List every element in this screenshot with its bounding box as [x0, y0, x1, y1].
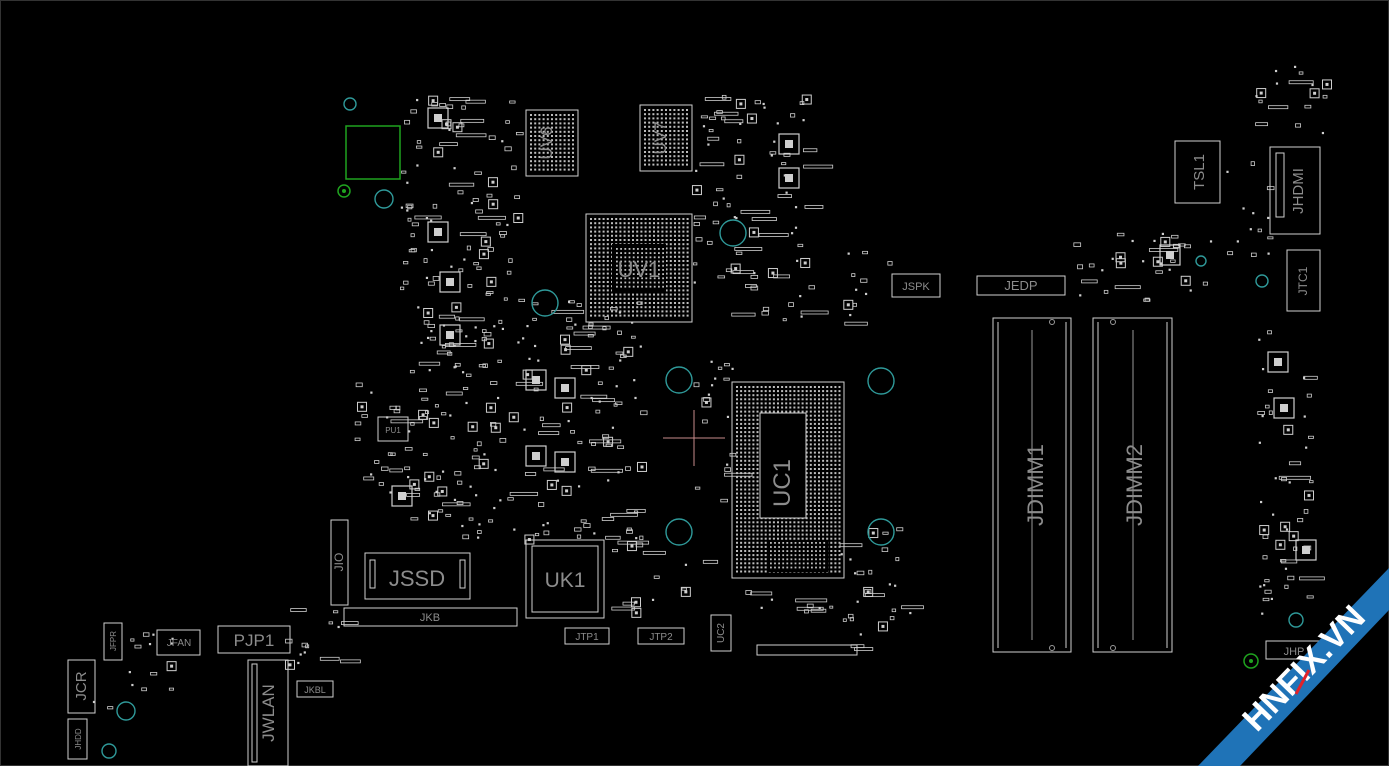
jhdmi-label: JHDMI	[1290, 168, 1307, 214]
uc2-header	[756, 644, 858, 656]
jedp-label: JEDP	[1004, 278, 1037, 293]
watermark-banner	[1198, 568, 1389, 766]
pjp1-connector: PJP1	[217, 625, 291, 654]
jtp2-connector: JTP2	[637, 627, 685, 645]
smd-components	[92, 65, 1333, 710]
uc2-chip: UC2	[710, 614, 732, 652]
jfan-connector: JFAN	[156, 629, 201, 656]
watermark-accent	[1294, 669, 1311, 695]
pu1-chip: PU1	[377, 416, 409, 442]
jwlan-label: JWLAN	[259, 684, 278, 742]
jio-connector: JIO	[330, 519, 349, 606]
jkb-connector: JKB	[343, 607, 518, 627]
tsl1-label: TSL1	[1191, 154, 1208, 190]
jedp-connector: JEDP	[976, 275, 1066, 296]
jtp1-label: JTP1	[575, 632, 599, 643]
jio-label: JIO	[332, 553, 346, 572]
uv6-label: UV6	[537, 126, 556, 159]
jhp-label: JHP	[1284, 646, 1305, 658]
jtp2-label: JTP2	[649, 632, 673, 643]
green-fiducials	[337, 125, 1259, 669]
crosshair-cursor	[663, 410, 725, 466]
pjp1-label: PJP1	[234, 631, 275, 650]
uv1-gpu: UV1	[585, 213, 693, 323]
jdimm2-label: JDIMM2	[1122, 444, 1147, 526]
pu1-label: PU1	[385, 426, 401, 435]
jhdd-connector: JHDD	[67, 718, 88, 760]
jdimm1-slot: JDIMM1	[992, 317, 1072, 653]
uv1-label: UV1	[618, 257, 661, 282]
jhdd-label: JHDD	[74, 728, 83, 750]
jtc1-connector: JTC1	[1286, 249, 1321, 312]
jwlan-connector: JWLAN	[247, 659, 289, 766]
jcr-connector: JCR	[67, 659, 96, 714]
jtp1-connector: JTP1	[564, 627, 610, 645]
jkbl-connector: JKBL	[296, 680, 334, 698]
jssd-label: JSSD	[389, 566, 445, 591]
jkb-label: JKB	[420, 612, 440, 624]
jspk-connector: JSPK	[891, 273, 941, 298]
jfpr-label: JFPR	[109, 631, 118, 651]
jdimm1-label: JDIMM1	[1023, 444, 1048, 526]
jfan-label: JFAN	[167, 638, 191, 649]
uc1-cpu: UC1	[731, 381, 845, 579]
uk1-chip: UK1	[525, 539, 605, 619]
jkbl-label: JKBL	[304, 685, 326, 695]
mounting-holes	[101, 97, 1304, 759]
jfpr-connector: JFPR	[103, 622, 123, 661]
uc2-label: UC2	[716, 623, 727, 643]
jhdmi-connector: JHDMI	[1269, 146, 1321, 235]
jssd-connector: JSSD	[364, 552, 471, 600]
uv7-chip: UV7	[639, 104, 693, 172]
jtc1-label: JTC1	[1296, 266, 1310, 295]
tsl1-part: TSL1	[1174, 140, 1221, 204]
jcr-label: JCR	[73, 671, 90, 700]
uk1-label: UK1	[545, 569, 586, 592]
uc1-label: UC1	[769, 459, 796, 507]
jspk-label: JSPK	[902, 281, 930, 293]
uv6-chip: UV6	[525, 109, 579, 177]
jdimm2-slot: JDIMM2	[1092, 317, 1173, 653]
uv7-label: UV7	[651, 121, 670, 154]
